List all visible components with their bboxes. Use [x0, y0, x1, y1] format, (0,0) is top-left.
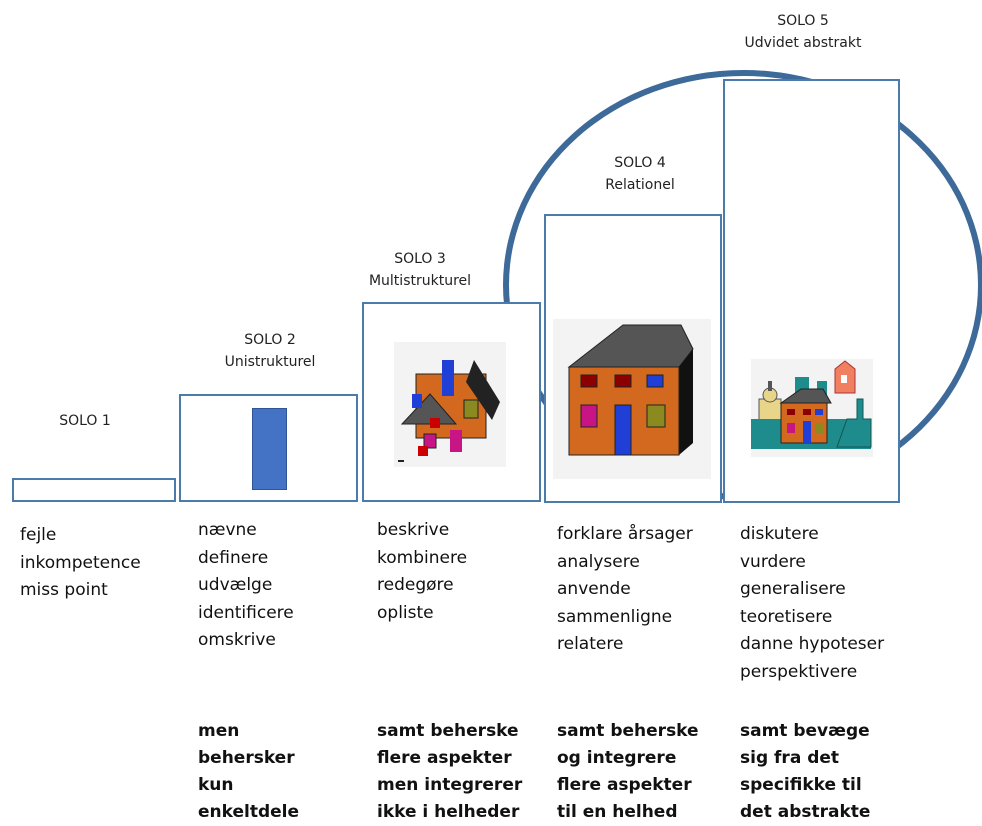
summary-line: sig fra det — [740, 748, 840, 768]
solo5-step — [723, 79, 900, 503]
solo3-summary: samt beherske flere aspekter men integre… — [377, 718, 522, 826]
summary-line: det abstrakte — [740, 802, 871, 822]
solo5-name: SOLO 5 — [777, 13, 829, 29]
solo1-label: SOLO 1 — [35, 410, 135, 432]
verb-item: inkompetence — [20, 552, 141, 573]
solo2-summary: men behersker kun enkeltdele — [198, 718, 299, 826]
verb-item: beskrive — [377, 520, 450, 540]
summary-line: samt bevæge — [740, 721, 870, 741]
solo1-step — [12, 478, 176, 502]
solo1-name: SOLO 1 — [59, 413, 111, 429]
verb-item: kombinere — [377, 547, 468, 568]
house-icon — [553, 319, 711, 479]
solo5-subtitle: Udvidet abstrakt — [744, 35, 862, 51]
solo2-verbs: nævne definere udvælge identificere omsk… — [198, 517, 294, 655]
summary-line: samt beherske — [377, 721, 519, 741]
verb-item: perspektivere — [740, 661, 858, 682]
solo4-name: SOLO 4 — [614, 155, 666, 171]
summary-line: ikke i helheder — [377, 802, 520, 822]
village-icon — [751, 359, 873, 457]
solo4-summary: samt beherske og integrere flere aspekte… — [557, 718, 699, 826]
summary-line: men — [198, 721, 240, 741]
verb-item: vurdere — [740, 551, 806, 572]
solo2-step — [179, 394, 358, 502]
bar-icon — [252, 408, 287, 490]
solo1-verbs: fejle inkompetence miss point — [20, 522, 141, 605]
verb-item: udvælge — [198, 575, 273, 595]
summary-line: og integrere — [557, 748, 677, 768]
solo5-summary: samt bevæge sig fra det specifikke til d… — [740, 718, 870, 826]
solo4-subtitle: Relationel — [605, 177, 675, 193]
verb-item: definere — [198, 547, 269, 568]
summary-line: til en helhed — [557, 802, 678, 822]
verb-item: relatere — [557, 634, 624, 654]
solo3-label: SOLO 3 Multistrukturel — [345, 248, 495, 292]
verb-item: omskrive — [198, 630, 276, 650]
verb-item: identificere — [198, 602, 294, 623]
verb-item: forklare årsager — [557, 524, 693, 544]
solo4-label: SOLO 4 Relationel — [565, 152, 715, 196]
verb-item: miss point — [20, 580, 108, 600]
verb-item: sammenligne — [557, 606, 673, 627]
verb-item: teoretisere — [740, 606, 833, 627]
summary-line: samt beherske — [557, 721, 699, 741]
summary-line: enkeltdele — [198, 802, 300, 822]
solo5-label: SOLO 5 Udvidet abstrakt — [728, 10, 878, 54]
solo2-label: SOLO 2 Unistrukturel — [190, 329, 350, 373]
solo3-verbs: beskrive kombinere redegøre opliste — [377, 517, 467, 627]
solo3-name: SOLO 3 — [394, 251, 446, 267]
solo5-verbs: diskutere vurdere generalisere teoretise… — [740, 521, 884, 686]
verb-item: redegøre — [377, 575, 454, 595]
summary-line: behersker — [198, 748, 295, 768]
verb-item: diskutere — [740, 524, 819, 544]
verb-item: generalisere — [740, 579, 846, 599]
summary-line: specifikke til — [740, 775, 862, 795]
solo4-step — [544, 214, 722, 503]
summary-line: men integrerer — [377, 775, 523, 795]
solo4-verbs: forklare årsager analysere anvende samme… — [557, 521, 693, 659]
scattered-house-icon — [394, 342, 506, 467]
solo3-subtitle: Multistrukturel — [368, 273, 472, 289]
verb-item: opliste — [377, 602, 434, 623]
verb-item: anvende — [557, 579, 631, 599]
verb-item: fejle — [20, 525, 57, 545]
summary-line: flere aspekter — [557, 775, 692, 795]
solo2-subtitle: Unistrukturel — [224, 354, 316, 370]
verb-item: danne hypoteser — [740, 634, 885, 654]
summary-line: flere aspekter — [377, 748, 512, 768]
verb-item: analysere — [557, 551, 640, 572]
solo3-step — [362, 302, 541, 502]
summary-line: kun — [198, 775, 234, 795]
verb-item: nævne — [198, 520, 257, 540]
solo2-name: SOLO 2 — [244, 332, 296, 348]
